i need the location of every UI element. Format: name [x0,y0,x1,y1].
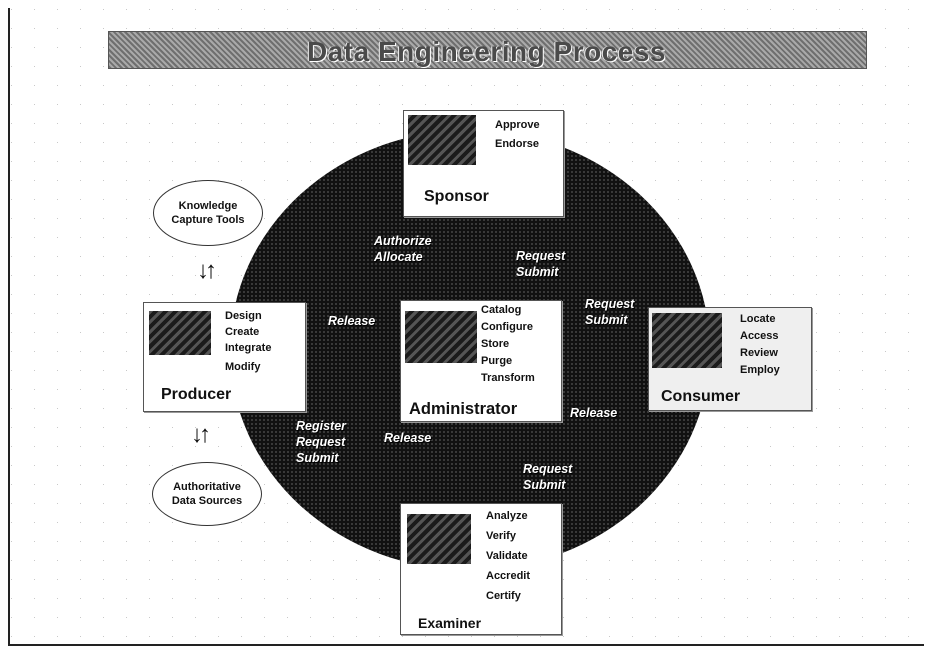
knowledge-capture-line: Capture Tools [171,214,245,226]
title-banner [108,31,867,69]
flow-word: Authorize [374,234,432,248]
administrator-actions: Catalog Configure Store Purge Transform [481,302,535,387]
exchange-arrows-icon: ↓↑ [197,257,217,284]
administrator-action: Configure [481,321,533,333]
producer-action: Modify [225,361,261,373]
examiner-request-flow: Request Submit [523,461,572,493]
flow-word: Submit [296,451,339,465]
data-sources-line: Authoritative [173,481,241,493]
examiner-action: Certify [486,590,521,602]
sponsor-box: Approve Endorse Sponsor [403,110,564,217]
sponsor-actions: Approve Endorse [495,116,540,154]
consumer-box: Locate Access Review Employ Consumer [648,307,812,411]
administrator-picture [405,311,477,363]
producer-action: Create [225,326,260,338]
administrator-label: Administrator [409,400,518,418]
consumer-action: Review [740,347,778,359]
examiner-release-flow: Release [384,431,432,445]
administrator-action: Store [481,338,510,350]
examiner-box: Analyze Verify Validate Accredit Certify… [400,503,562,635]
flow-word: Register [296,419,347,433]
producer-release-flow: Release [328,314,376,328]
producer-label: Producer [161,386,232,403]
consumer-label: Consumer [661,388,741,405]
sponsor-action: Approve [495,119,540,131]
examiner-picture [407,514,471,564]
consumer-actions: Locate Access Review Employ [740,311,780,379]
producer-action: Integrate [225,342,272,354]
authoritative-data-sources: Authoritative Data Sources [152,462,262,526]
flow-word: Request [523,462,573,476]
flow-word: Submit [516,265,559,279]
consumer-request-flow: Request Submit [585,296,634,328]
sponsor-out-flow: Authorize Allocate [374,233,432,265]
producer-action: Design [225,310,262,322]
consumer-action: Locate [740,313,776,325]
flow-word: Submit [585,313,628,327]
consumer-release-flow: Release [570,406,618,420]
flow-word: Allocate [374,250,423,264]
flow-word: Request [296,435,346,449]
knowledge-capture-line: Knowledge [178,200,238,212]
administrator-action: Catalog [481,304,522,316]
sponsor-action: Endorse [495,138,540,150]
examiner-action: Accredit [486,570,531,582]
administrator-action: Purge [481,355,513,367]
administrator-action: Transform [481,372,535,384]
sponsor-label: Sponsor [424,188,489,205]
consumer-action: Employ [740,364,780,376]
page-title: Data Engineering Process [306,36,666,67]
data-sources-line: Data Sources [171,495,243,507]
consumer-picture [652,313,722,368]
examiner-action: Validate [486,550,528,562]
consumer-action: Access [740,330,779,342]
flow-word: Request [585,297,635,311]
examiner-action: Analyze [486,510,528,522]
producer-register-flow: Register Request Submit [296,418,346,466]
slide-frame [8,8,924,646]
flow-word: Request [516,249,566,263]
producer-picture [149,311,211,355]
producer-box: Design Create Integrate Modify Producer [143,302,306,412]
administrator-box: Catalog Configure Store Purge Transform … [400,300,562,422]
knowledge-capture-tools: Knowledge Capture Tools [153,180,263,246]
flow-word: Submit [523,478,566,492]
examiner-action: Verify [486,530,516,542]
examiner-label: Examiner [418,615,482,631]
producer-actions: Design Create Integrate Modify [225,308,271,378]
examiner-actions: Analyze Verify Validate Accredit Certify [486,506,530,606]
sponsor-picture [408,115,476,165]
sponsor-in-flow: Request Submit [516,248,565,280]
exchange-arrows-icon: ↓↑ [191,421,211,448]
